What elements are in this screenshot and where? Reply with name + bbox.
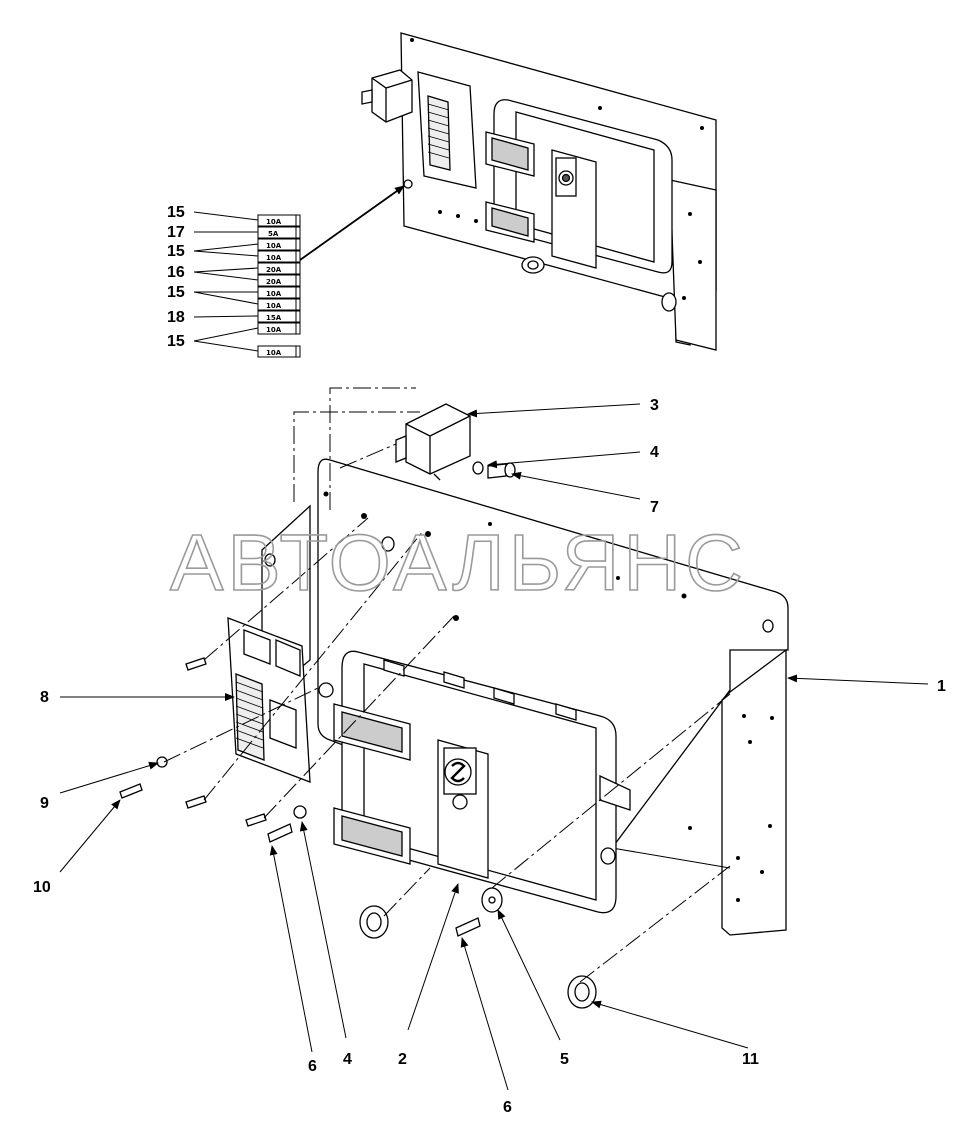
callout-4: 4 bbox=[343, 1051, 352, 1068]
fuse-label: 10A bbox=[266, 302, 282, 310]
top-assembly-view bbox=[361, 32, 717, 351]
fuse-label: 10A bbox=[266, 242, 282, 250]
callout-16: 16 bbox=[167, 264, 185, 281]
callout-10: 10 bbox=[33, 879, 51, 896]
washer bbox=[472, 461, 484, 475]
screw bbox=[455, 917, 481, 937]
callout-1: 1 bbox=[937, 678, 946, 695]
bottom-exploded-view bbox=[119, 403, 789, 1009]
callout-6: 6 bbox=[308, 1058, 317, 1075]
callout-18: 18 bbox=[167, 309, 185, 326]
screw bbox=[119, 783, 143, 799]
washer bbox=[156, 756, 168, 768]
screw bbox=[267, 823, 293, 843]
fuse-label: 10A bbox=[266, 290, 282, 298]
callout-6: 6 bbox=[503, 1099, 512, 1116]
callout-15: 15 bbox=[167, 333, 185, 350]
fuse-label: 20A bbox=[266, 278, 282, 286]
fuse-label: 20A bbox=[266, 266, 282, 274]
fuse-label: 10A bbox=[266, 218, 282, 226]
watermark: АВТОАЛЬЯНС bbox=[170, 518, 747, 607]
fuse-label: 10A bbox=[266, 349, 282, 357]
screw bbox=[185, 657, 207, 671]
fuse-stack: 10A 5A 10A 10A 20A 20A 10A 10A 15A 10A 1… bbox=[257, 214, 301, 358]
top-relay bbox=[371, 69, 413, 123]
callouts: 3 4 7 1 8 9 10 6 4 2 5 11 6 bbox=[33, 397, 946, 1116]
fuse-leaders bbox=[193, 211, 259, 352]
callout-11: 11 bbox=[742, 1051, 759, 1068]
screw bbox=[185, 795, 207, 809]
callout-4: 4 bbox=[650, 444, 659, 461]
relay bbox=[405, 403, 471, 475]
callout-7: 7 bbox=[650, 499, 659, 516]
callout-15: 15 bbox=[167, 284, 185, 301]
plate-flange bbox=[721, 648, 787, 936]
callout-15: 15 bbox=[167, 243, 185, 260]
fuse-label: 5A bbox=[268, 230, 279, 238]
callout-15: 15 bbox=[167, 204, 185, 221]
fuse-label: 10A bbox=[266, 326, 282, 334]
screw bbox=[245, 813, 267, 827]
washer bbox=[293, 805, 307, 819]
callout-2: 2 bbox=[398, 1051, 407, 1068]
fuse-label: 15A bbox=[266, 314, 282, 322]
callout-3: 3 bbox=[650, 397, 659, 414]
fuse-callouts: 15 17 15 16 15 18 15 bbox=[167, 204, 185, 350]
callout-5: 5 bbox=[560, 1051, 569, 1068]
fuse-label: 10A bbox=[266, 254, 282, 262]
callout-17: 17 bbox=[167, 224, 185, 241]
assembly-centerlines bbox=[163, 387, 731, 983]
screw bbox=[487, 463, 507, 479]
callout-8: 8 bbox=[40, 689, 49, 706]
callout-leaders bbox=[59, 403, 929, 1091]
callout-9: 9 bbox=[40, 795, 49, 812]
